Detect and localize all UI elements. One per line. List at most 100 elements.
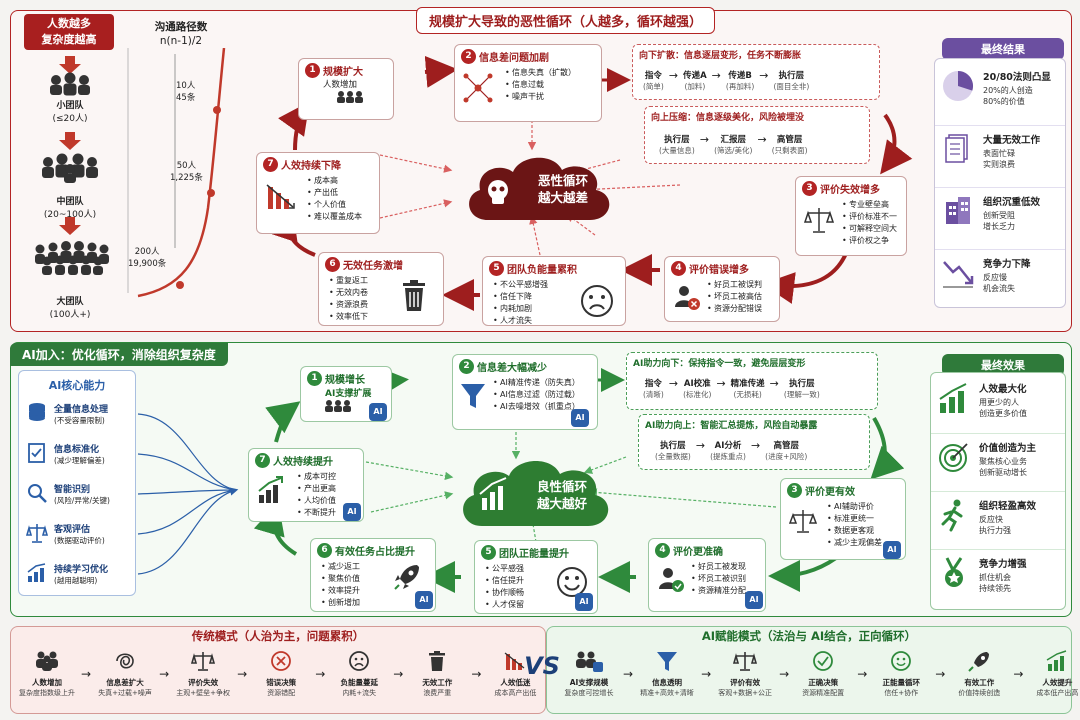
bottom-step-2-title: 信息差大幅减少 (477, 363, 547, 374)
vicious-cloud (469, 157, 610, 220)
ai-chip-icon: AI (575, 593, 593, 611)
top-result-item-line: 反应慢 (983, 273, 1007, 282)
top-result-item-line: 表面忙碌 (983, 149, 1015, 158)
flow-node: 信息差扩大 失真+过载+噪声 (92, 650, 158, 698)
small-team-icon (50, 72, 90, 96)
chain-node-sub: (面目全非) (773, 82, 810, 91)
bottom-step-5-item: 公平感强 (485, 563, 591, 575)
bottom-result-item-line: 聚焦核心业务 (979, 457, 1027, 466)
ai-chip-icon: AI (415, 591, 433, 609)
curve-label-200-paths: 19,900条 (128, 259, 167, 269)
big-team-icon (35, 241, 109, 275)
bottom-step-5-list: 公平感强 信任提升 协作顺畅 人才保留 (485, 563, 591, 611)
bottom-result-item: 组织轻盈高效反应快执行力强 (931, 491, 1065, 542)
chain-node-name: AI分析 (714, 441, 742, 451)
bottom-up-chain: AI助力向上：智能汇总提炼，风险自动暴露 执行层(全量数据) → AI分析(提炼… (638, 414, 870, 470)
chain-node-sub: (无损耗) (733, 390, 762, 399)
bottom-result-item-title: 价值创造为主 (979, 443, 1037, 454)
traditional-mode-title: 传统模式（人治为主，问题累积） (191, 629, 365, 643)
mid-team-label: 中团队 (20~100人) (20, 194, 120, 220)
flow-sub: 成本低产出高 (1036, 689, 1079, 697)
bottom-step-5-item: 协作顺畅 (485, 587, 591, 599)
bottom-step-1-number: 1 (307, 371, 322, 386)
arrow-right-icon: → (716, 377, 726, 390)
top-step-4-number: 4 (671, 261, 686, 276)
arrow-right-icon: → (237, 667, 248, 681)
chain-node-name: 指令 (644, 71, 662, 81)
ai-core-item: 客观评估(数据驱动评价) (26, 522, 136, 562)
happy-face-icon (557, 567, 587, 597)
top-step-4-item: 坏员工被高估 (707, 291, 773, 303)
chain-node-sub: (理解一致) (783, 390, 820, 399)
arrow-right-icon: → (159, 667, 170, 681)
ai-chip-icon: AI (883, 541, 901, 559)
top-down-title: 向下扩散：信息逐层变形，任务不断膨胀 (639, 51, 802, 61)
mid-team-name: 中团队 (56, 197, 84, 207)
arrow-right-icon: → (779, 667, 790, 681)
chain-node: AI校准(标准化) (683, 377, 711, 400)
top-step-3-item: 评价权之争 (842, 235, 900, 247)
flow-node: 负能量蔓延 内耗+流失 (326, 650, 392, 698)
chain-node-name: 执行层 (778, 71, 805, 81)
ai-core-item-title: 全量信息处理 (54, 405, 109, 415)
top-step-3-item: 专业壁垒高 (842, 199, 900, 211)
top-step-2-list: 信息失真（扩散） 信息过载 噪声干扰 (505, 67, 595, 103)
chain-node: 传递A(加料) (683, 69, 707, 92)
growth-chart-icon (1046, 650, 1067, 671)
ai-core-item-sub: (风险/异常/关键) (54, 496, 110, 505)
ai-core-item: 全量信息处理(不受容量限制) (26, 402, 136, 442)
top-step-1-title: 规模扩大 (323, 67, 363, 78)
growth-chart-icon (27, 563, 46, 582)
chain-node: 高管层(进度+风险) (765, 439, 807, 462)
top-result-item: 组织沉重低效创新受阻增长乏力 (935, 187, 1065, 238)
chain-node-name: 高管层 (773, 441, 799, 451)
arrow-right-icon: → (935, 667, 946, 681)
bottom-result-item-line: 执行力强 (979, 526, 1011, 535)
bottom-down-chain: AI助力向下：保持指令一致，避免层层变形 指令(清晰) → AI校准(标准化) … (626, 352, 878, 410)
curve-title: 沟通路径数 n(n-1)/2 (126, 20, 236, 48)
top-step-7-item: 个人价值 (307, 199, 373, 211)
bottom-step-5-item: 人才保留 (485, 599, 591, 611)
communication-curve (127, 48, 226, 298)
flow-sub: 精准+高效+清晰 (640, 689, 694, 697)
top-step-5-title: 团队负能量累积 (507, 265, 577, 276)
flow-node: 评价失效 主观+壁垒+争权 (170, 650, 236, 698)
top-step-5-item: 人才流失 (493, 315, 619, 327)
ai-core-list: 全量信息处理(不受容量限制) 信息标准化(减少理解偏差) 智能识别(风险/异常/… (26, 402, 136, 602)
people-ai-icon (576, 651, 603, 672)
arrow-right-icon: → (699, 133, 710, 146)
bottom-step-4-title: 评价更准确 (673, 547, 723, 558)
bottom-step-3-item: 标准更统一 (827, 513, 899, 525)
top-step-7-list: 成本高 产出低 个人价值 难以覆盖成本 (307, 175, 373, 223)
curve-label-10: 10人 45条 (176, 80, 195, 104)
sad-face-icon (581, 285, 613, 317)
chain-node-name: 传递A (683, 71, 707, 81)
flow-sub: 内耗+流失 (342, 689, 377, 697)
ai-core-item-sub: (不受容量限制) (54, 416, 105, 425)
top-step-2-number: 2 (461, 49, 476, 64)
top-step-3-list: 专业壁垒高 评价标准不一 可解释空间大 评价权之争 (842, 199, 900, 247)
bottom-result-item-title: 人效最大化 (979, 384, 1027, 395)
ai-chip-icon: AI (343, 503, 361, 521)
top-step-7-item: 难以覆盖成本 (307, 211, 373, 223)
bottom-step-7-item: 不断提升 (297, 507, 357, 519)
magnifier-icon (28, 484, 47, 503)
trash-icon (429, 651, 446, 671)
bottom-step-7-item: 产出更高 (297, 483, 357, 495)
flow-node: 人数增加 复杂度指数级上升 (14, 650, 80, 698)
top-step-5-item: 信任下降 (493, 291, 619, 303)
medal-icon (945, 557, 963, 587)
top-section-title: 规模扩大导致的恶性循环（人越多，循环越强） (416, 7, 716, 34)
ai-mode-panel (546, 626, 1072, 714)
scale-icon (804, 208, 834, 233)
bottom-section-title: AI加入：优化循环，消除组织复杂度 (10, 343, 228, 366)
ai-core-item-title: 智能识别 (54, 485, 91, 495)
top-step-6-list: 重复返工 无效内卷 资源浪费 效率低下 (329, 275, 437, 323)
bottom-step-6-item: 减少返工 (321, 561, 429, 573)
